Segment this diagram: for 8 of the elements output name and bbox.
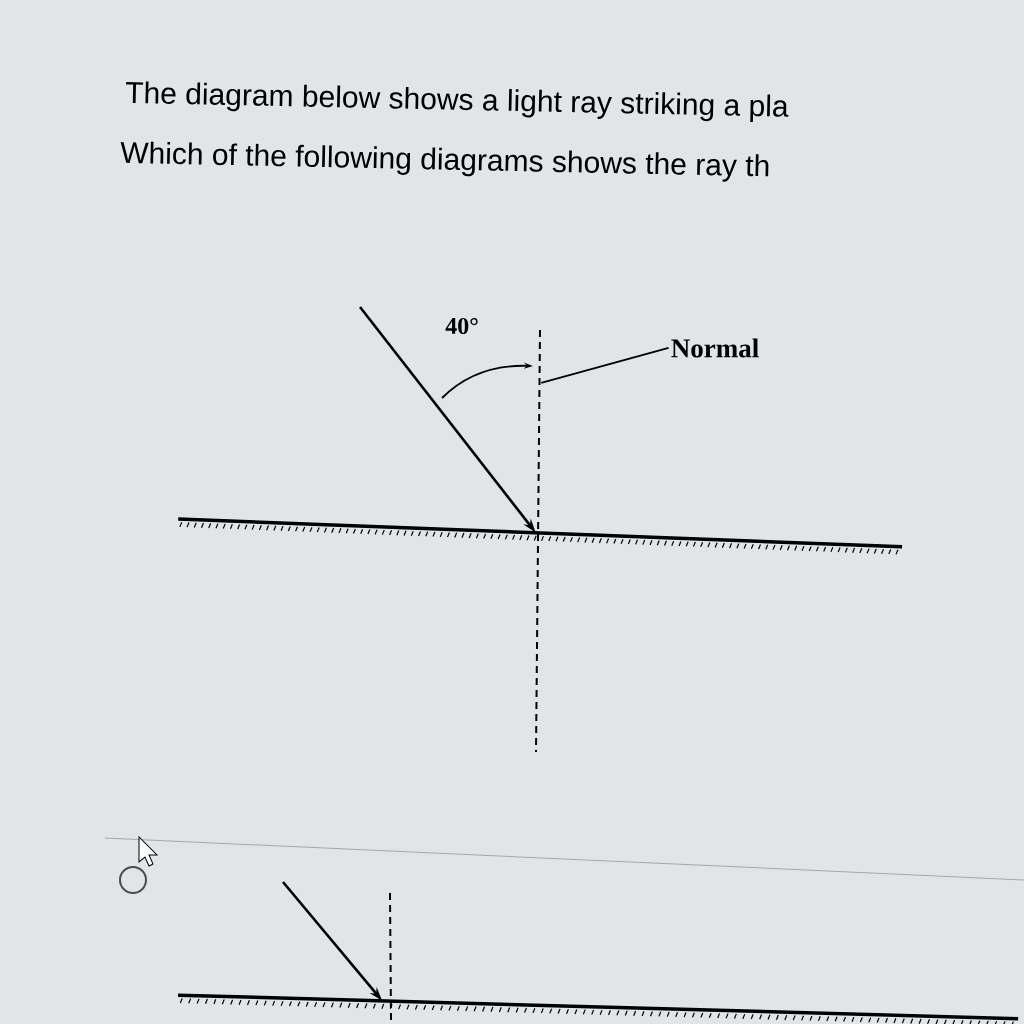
mirror [178,517,903,555]
angle-label: 40° [445,317,478,335]
question-text: The diagram below shows a light ray striking a pla [126,81,789,123]
normal-label: Normal [671,338,759,358]
leader-line [540,347,670,384]
question-text: Which of the following diagrams shows the ray th [120,141,769,182]
mirror [178,993,1019,1024]
normal-line [535,329,541,753]
